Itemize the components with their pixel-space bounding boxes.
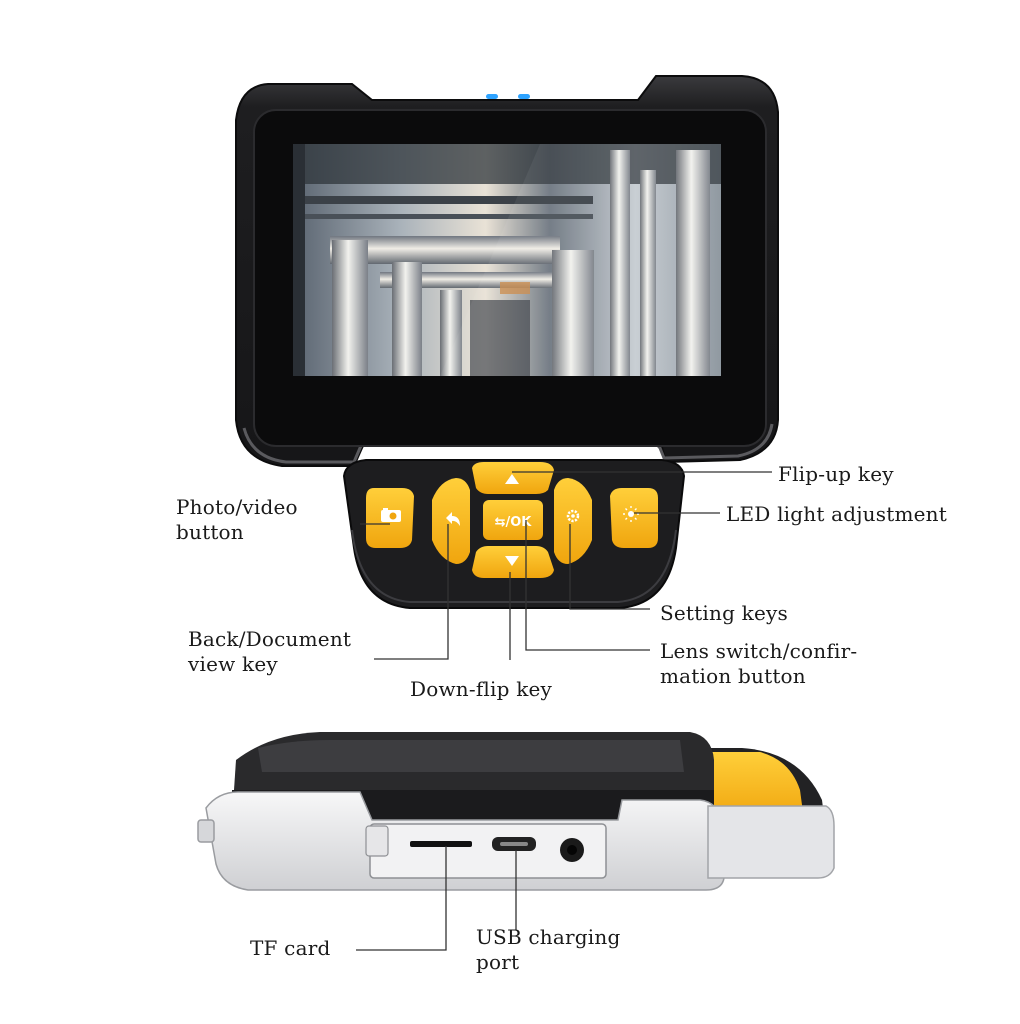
setting-key[interactable] (554, 478, 592, 564)
indicator-led-left (486, 94, 498, 99)
device-front-view: ⇆/OK (235, 75, 779, 609)
leader-back (374, 524, 449, 660)
label-tf-card: TF card (250, 936, 331, 960)
tf-card-slot (410, 841, 472, 847)
label-led-light-adjustment: LED light adjustment (726, 502, 947, 526)
back-document-key[interactable] (432, 478, 470, 564)
label-setting-keys: Setting keys (660, 601, 788, 625)
flip-up-key[interactable] (472, 462, 554, 494)
label-lens-switch-confirmation-button: Lens switch/confir-mation button (660, 639, 858, 688)
leader-lines (356, 471, 772, 951)
down-flip-key[interactable] (472, 546, 554, 578)
triangle-up-icon (505, 474, 519, 484)
lens-switch-ok-key[interactable]: ⇆/OK (483, 500, 543, 540)
leader-lens (525, 520, 650, 651)
device-side-view (197, 732, 835, 891)
led-adjust-key[interactable] (610, 488, 658, 548)
back-arrow-icon (446, 512, 460, 526)
label-down-flip-key: Down-flip key (410, 677, 553, 701)
label-flip-up-key: Flip-up key (778, 462, 894, 486)
leader-setting (569, 524, 650, 610)
sun-icon (623, 506, 639, 522)
ok-key-label: ⇆/OK (495, 515, 533, 530)
camera-icon (381, 508, 401, 522)
screen-display (293, 144, 721, 376)
leader-tf (356, 846, 447, 951)
photo-video-key[interactable] (366, 488, 414, 548)
gear-icon (566, 509, 580, 523)
triangle-down-icon (505, 556, 519, 566)
indicator-led-right (518, 94, 530, 99)
